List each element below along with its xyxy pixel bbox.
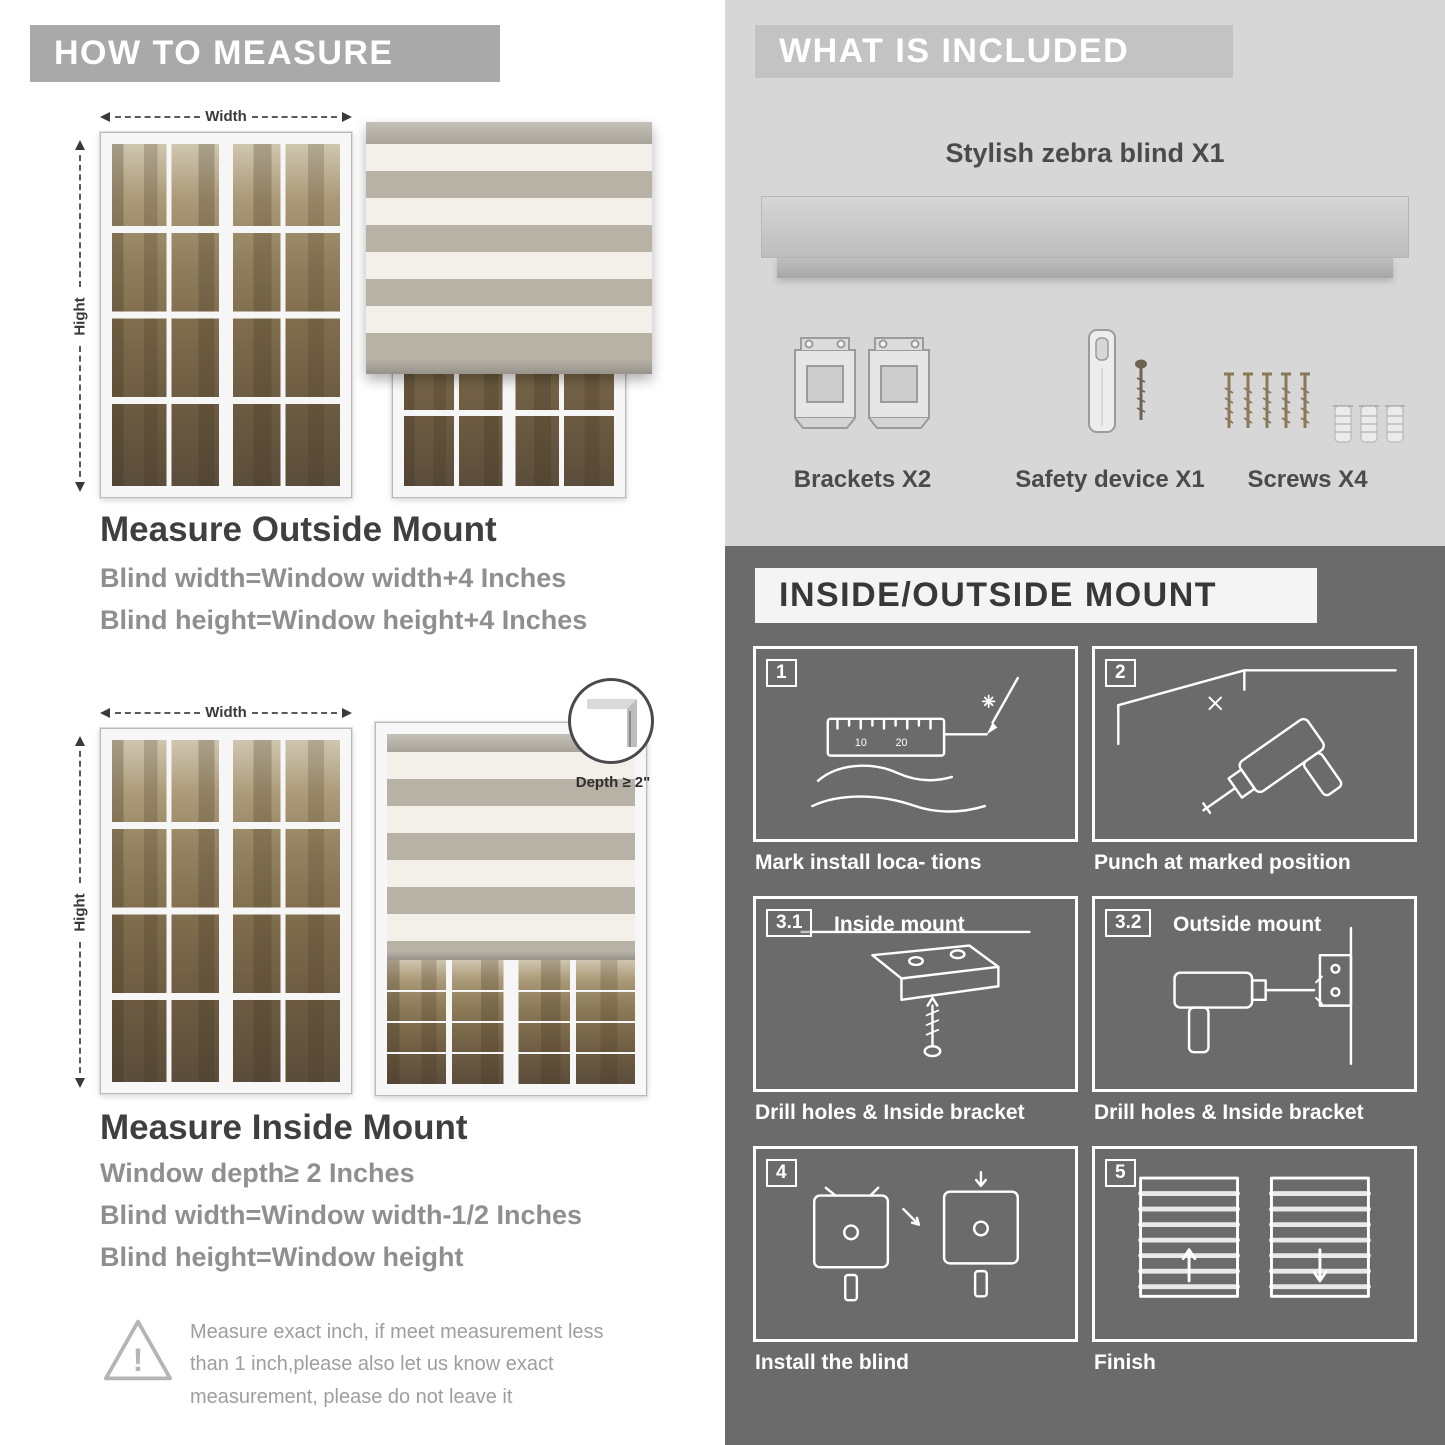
blind-cassette [366,122,652,144]
mount-step: 2 [1092,646,1417,892]
inside-spec-line-3: Blind height=Window height [100,1242,464,1272]
arrowhead-down-icon [75,482,85,492]
arrowhead-up-icon [75,140,85,150]
what-is-included-banner: WHAT IS INCLUDED [755,25,1233,78]
inside-mount-heading: Measure Inside Mount [100,1108,468,1147]
measure-warning-text: Measure exact inch, if meet measurement … [190,1321,604,1408]
blind-bottom-rail [387,952,635,960]
outside-mount-heading: Measure Outside Mount [100,510,497,549]
blind-headrail-illustration [761,196,1409,258]
step-number: 4 [766,1159,797,1187]
screws-label: Screws X4 [1247,466,1368,493]
width-arrow: Width [100,108,353,125]
outside-mount-blind-illustration [366,122,652,498]
outside-bracket-illustration [1173,926,1353,1066]
window-panes [112,144,340,486]
mount-step: 5 Finish [1092,1146,1417,1392]
warning-triangle-icon: ! [104,1319,172,1381]
window-panes [112,740,340,1082]
step-panel: 1 10 20 [753,646,1078,842]
mount-step: 4 [753,1146,1078,1392]
inside-spec-line-1: Window depth≥ 2 Inches [100,1158,415,1188]
step-panel: 5 [1092,1146,1417,1342]
blind-headrail-lip [777,258,1393,278]
depth-callout-circle [568,678,654,764]
zebra-stripes [387,752,635,952]
mount-steps-grid: 1 10 20 [753,646,1417,1392]
step-panel: 3.2 Outside mount [1092,896,1417,1092]
inside-spec-line-2: Blind width=Window width-1/2 Inches [100,1200,583,1230]
step-number: 2 [1105,659,1136,687]
mount-step: 3.2 Outside mount [1092,896,1417,1142]
what-is-included-section: WHAT IS INCLUDED Stylish zebra blind X1 [725,0,1445,546]
window-illustration [100,728,352,1094]
product-title: Stylish zebra blind X1 [945,138,1225,168]
step-caption: Drill holes & Inside bracket [1094,1101,1364,1124]
svg-text:20: 20 [896,737,908,749]
safety-device-icon [1088,329,1147,433]
step-panel: 3.1 Inside mount [753,896,1078,1092]
step-number: 1 [766,659,797,687]
brackets-label: Brackets X2 [793,466,932,493]
step-number: 5 [1105,1159,1136,1187]
step-panel: 4 [753,1146,1078,1342]
inside-bracket-illustration [800,930,1031,1058]
width-arrow-label: Width [205,108,247,125]
svg-text:!: ! [133,1342,144,1378]
safety-device-label: Safety device X1 [1015,466,1205,493]
mount-step: 3.1 Inside mount [753,896,1078,1142]
height-arrow: Hight [70,140,90,492]
mount-guide-banner: INSIDE/OUTSIDE MOUNT [755,568,1317,623]
arrowhead-right-icon [342,111,353,122]
install-blind-illustration [812,1171,1019,1302]
step-caption: Mark install loca- tions [755,851,982,874]
height-arrow: Hight [70,736,90,1088]
window-illustration [100,132,352,498]
screws-icon [1224,372,1405,443]
depth-callout-label: Depth ≥ 2" [575,774,651,791]
step-caption: Punch at marked position [1094,851,1351,874]
step-number: 3.2 [1105,909,1152,937]
window-panes [387,960,635,1084]
mount-step: 1 10 20 [753,646,1078,892]
svg-text:10: 10 [855,737,867,749]
step-number: 3.1 [766,909,813,937]
step-panel: 2 [1092,646,1417,842]
outside-mount-figure: Width Hight [70,98,660,500]
blind-bottom-rail [366,360,652,374]
brackets-icon [794,337,930,429]
arrowhead-left-icon [100,111,110,122]
height-arrow-label: Hight [71,892,89,932]
how-to-measure-banner: HOW TO MEASURE [30,25,500,82]
step-caption: Drill holes & Inside bracket [755,1101,1025,1124]
arrowhead-up-icon [75,736,85,746]
finished-blinds-illustration [1138,1176,1371,1298]
step-title: Outside mount [1173,913,1322,936]
width-arrow: Width [100,704,353,721]
frame-corner-graphic [587,699,637,747]
inside-mount-figure: Width Hight Depth ≥ 2" [70,678,680,1104]
height-arrow-label: Hight [71,296,89,336]
drill-illustration [1117,669,1397,815]
zebra-stripes [366,144,652,360]
arrowhead-left-icon [100,707,110,718]
outside-spec-line-2: Blind height=Window height+4 Inches [100,605,588,635]
width-arrow-label: Width [205,704,247,721]
outside-spec-line-1: Blind width=Window width+4 Inches [100,563,567,593]
mount-guide-section: INSIDE/OUTSIDE MOUNT 1 [725,546,1445,1445]
arrowhead-down-icon [75,1078,85,1088]
step-caption: Finish [1094,1351,1156,1374]
arrowhead-right-icon [342,707,353,718]
step-title: Inside mount [834,913,965,936]
step-caption: Install the blind [755,1351,910,1374]
measure-tape-illustration: 10 20 [811,676,1019,813]
zebra-blind-front [366,122,652,374]
